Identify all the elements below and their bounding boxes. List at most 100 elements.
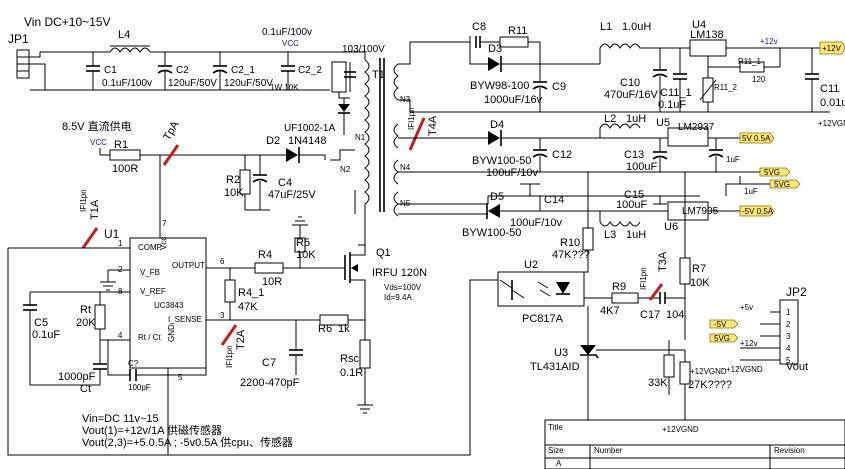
- r9-value: 4K7: [600, 305, 620, 317]
- c13-label: C13: [624, 149, 644, 161]
- jp2-net-1: +5v: [740, 303, 753, 312]
- ifi-label-2: IFI1pn: [225, 345, 234, 368]
- d4-label: D4: [490, 119, 504, 131]
- r7-label: R7: [692, 263, 706, 275]
- u3-part: TL431AID: [530, 361, 580, 373]
- gnd-12v-net-2: +12VGND: [690, 367, 727, 376]
- q1-label: Q1: [376, 247, 391, 259]
- cap-top-value: 0.1uF/100v: [262, 27, 312, 38]
- l3-label: L3: [604, 229, 616, 241]
- c17-label: C17: [640, 309, 660, 321]
- r9-label: R9: [612, 281, 626, 293]
- d3-label: D3: [488, 43, 502, 55]
- u4-part: LM138: [690, 29, 724, 41]
- u1-pin-isense: I_SENSE: [168, 315, 202, 324]
- c2-capacitor: [157, 52, 173, 90]
- u1-pin-output: OUTPUT: [172, 261, 205, 270]
- c1-value: 0.1uF/100v: [102, 78, 152, 89]
- u5-regulator: [667, 127, 709, 147]
- u1-pin6: 6: [220, 257, 225, 266]
- u2-part: PC817A: [522, 313, 564, 325]
- d5-label: D5: [490, 191, 504, 203]
- t1-transformer: [364, 58, 399, 217]
- l2-value: 1uH: [626, 113, 646, 125]
- net-12v-port: [819, 41, 845, 55]
- c2-value: 120uF/50V: [168, 78, 217, 89]
- net-12v-port-label: +12V: [822, 44, 842, 53]
- d3-diode: [488, 57, 500, 71]
- d4-diode: [488, 131, 500, 145]
- c12-label: C12: [552, 149, 572, 161]
- u1-label: U1: [104, 227, 120, 241]
- r4-label: R4: [258, 249, 272, 261]
- n4-label: N4: [400, 163, 411, 172]
- u4-regulator: [689, 39, 727, 57]
- net-5vg-port-1: [759, 167, 791, 177]
- net-5vg-label-1: 5VG: [764, 168, 780, 177]
- c2-2-label: C2_2: [298, 65, 322, 76]
- rt-resistor: [94, 304, 106, 330]
- c11-label: C11: [820, 83, 839, 95]
- r2-value: 10K: [224, 187, 244, 199]
- u3-tl431: [580, 345, 596, 355]
- net-5v-port: [739, 132, 775, 144]
- u5-label: U5: [656, 117, 670, 129]
- c5-value: 0.1uF: [32, 329, 60, 341]
- gnd-12v-net: +12VGND: [818, 119, 845, 128]
- c5-label: C5: [34, 317, 48, 329]
- c-out1-value: 1uF: [726, 155, 740, 164]
- jp2-pin2: 2: [786, 320, 791, 329]
- vout-label: Vout: [786, 361, 808, 373]
- r10-resistor: [582, 227, 594, 251]
- l4-inductor: [109, 47, 151, 53]
- q1-mosfet: [344, 245, 366, 300]
- c8-label: C8: [472, 21, 486, 33]
- u1-pin7: 7: [162, 219, 167, 228]
- d5-part: BYW100-50: [462, 227, 521, 239]
- u2-label: U2: [524, 259, 538, 271]
- c10-value: 470uF/16V: [604, 89, 658, 101]
- t1-rating: 103/100V: [342, 44, 385, 55]
- l2-inductor: [599, 123, 641, 138]
- l1-inductor: [599, 43, 660, 64]
- c1-label: C1: [104, 65, 117, 76]
- vin-header: Vin DC+10~15V: [24, 15, 111, 29]
- title-block: [544, 419, 845, 469]
- r4-resistor: [254, 262, 284, 274]
- t1a-testpoint: [81, 227, 99, 249]
- c2-1-label: C2_1: [231, 65, 255, 76]
- jp2-pin5: 5: [786, 356, 791, 365]
- c2-1-capacitor: [212, 52, 228, 90]
- u2-optocoupler: [497, 271, 585, 307]
- l1-value: 1.0uH: [622, 21, 651, 33]
- l1-label: L1: [600, 21, 612, 33]
- jp2-connector: [779, 299, 799, 365]
- c2-2-capacitor: [281, 52, 295, 90]
- c9-value: 1000uF/16v: [484, 94, 543, 106]
- r6-label: R6: [318, 323, 332, 335]
- r1-resistor: [109, 149, 141, 161]
- uf1002-diode: [338, 104, 350, 112]
- jp2-label: JP2: [786, 285, 807, 299]
- net-5vg-port-2: [769, 179, 801, 189]
- u1-pin1: 1: [118, 239, 123, 248]
- net-5v-label: 5V 0.5A: [742, 134, 771, 143]
- tb-number: Number: [594, 446, 623, 455]
- r7-value: 10K: [690, 277, 710, 289]
- c7-value: 2200-470pF: [240, 377, 300, 389]
- d3-part: BYW98-100: [470, 80, 529, 92]
- u6-label: U6: [664, 221, 678, 233]
- l2-label: L2: [604, 113, 616, 125]
- t1a-label: T1A: [89, 199, 101, 220]
- tpa-testpoint: [162, 144, 180, 166]
- u1-pin-comp: COMP: [138, 243, 162, 252]
- c11-1-value: 0.1uF: [658, 99, 686, 111]
- gnd-12v-net-3: +12VGND: [662, 425, 699, 434]
- c9-label: C9: [552, 81, 566, 93]
- ifi-label-1: IFI1pn: [79, 189, 88, 212]
- rt-value: 20K: [76, 317, 96, 329]
- jp2-pin4: 4: [786, 344, 791, 353]
- c15-value: 100uF: [616, 199, 647, 211]
- u5-part: LM2937: [678, 122, 715, 133]
- ct-value: 1000pF: [58, 371, 96, 383]
